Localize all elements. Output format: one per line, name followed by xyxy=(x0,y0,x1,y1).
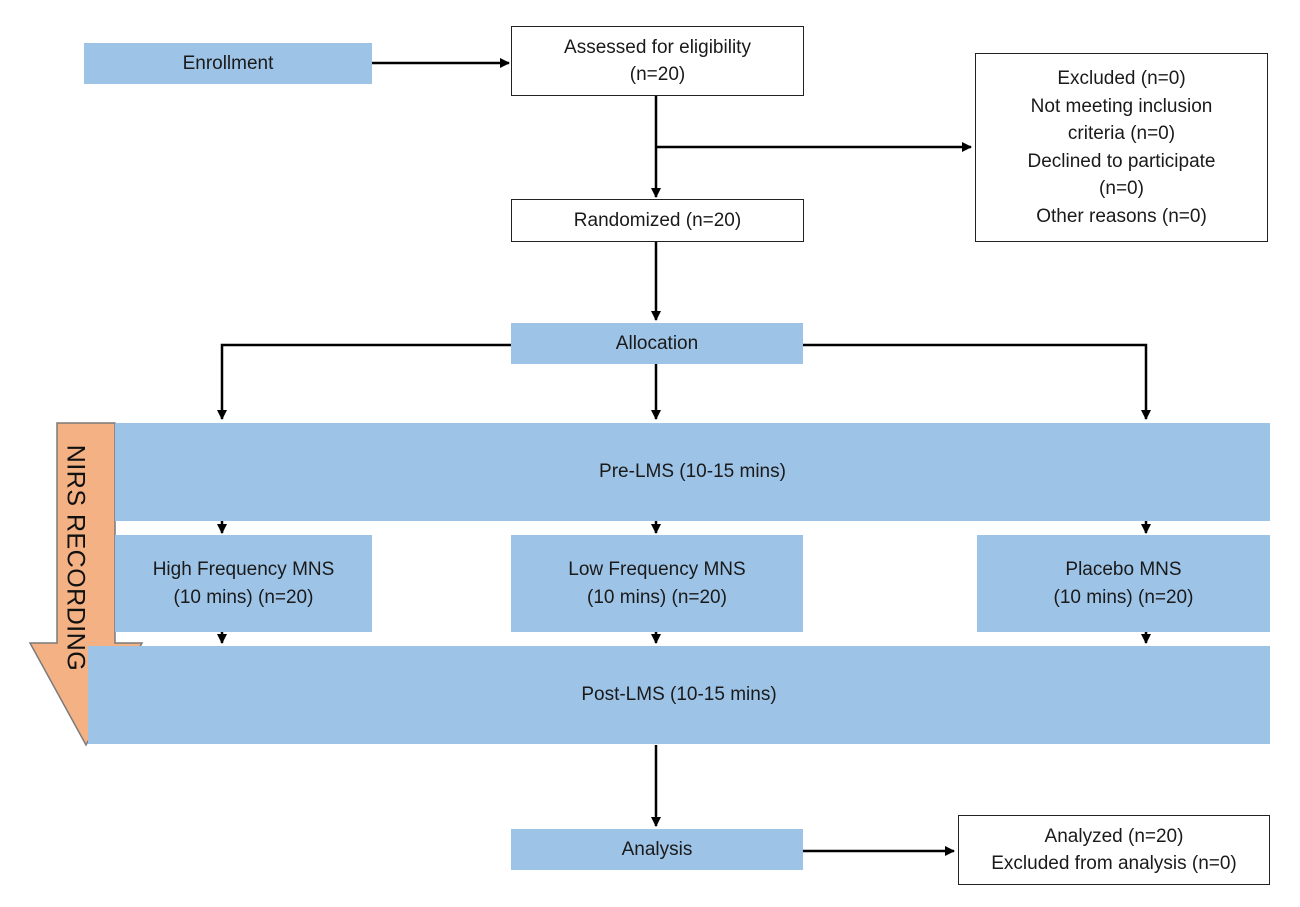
post-lms-label: Post-LMS (10-15 mins) xyxy=(581,684,777,706)
placebo-box: Placebo MNS (10 mins) (n=20) xyxy=(977,535,1270,632)
pre-lms-label: Pre-LMS (10-15 mins) xyxy=(599,461,786,483)
arrow-allocation-right xyxy=(803,343,1151,420)
analyzed-line-2: Excluded from analysis (n=0) xyxy=(991,853,1237,874)
assessed-box: Assessed for eligibility (n=20) xyxy=(511,26,804,96)
randomized-box: Randomized (n=20) xyxy=(511,199,804,242)
high-frequency-box: High Frequency MNS (10 mins) (n=20) xyxy=(115,535,372,632)
excluded-box: Excluded (n=0) Not meeting inclusion cri… xyxy=(975,53,1268,242)
excluded-line-4: Declined to participate xyxy=(1027,150,1216,172)
analyzed-line-1: Analyzed (n=20) xyxy=(1044,825,1184,847)
placebo-line-1: Placebo MNS xyxy=(1065,559,1182,580)
low-frequency-line-1: Low Frequency MNS xyxy=(568,559,746,580)
post-lms-band: Post-LMS (10-15 mins) xyxy=(88,646,1270,744)
excluded-line-2: Not meeting inclusion xyxy=(1030,95,1213,117)
assessed-line-1: Assessed for eligibility xyxy=(564,36,751,58)
nirs-recording-label: NIRS RECORDING xyxy=(61,444,90,672)
pre-lms-band: Pre-LMS (10-15 mins) xyxy=(115,423,1270,521)
placebo-line-2: (10 mins) (n=20) xyxy=(1053,586,1194,608)
arrow-allocation-left xyxy=(217,343,511,420)
assessed-line-2: (n=20) xyxy=(629,64,686,85)
enrollment-box: Enrollment xyxy=(84,43,372,84)
enrollment-label: Enrollment xyxy=(182,52,274,74)
excluded-line-5: (n=0) xyxy=(1099,178,1144,199)
high-frequency-line-2: (10 mins) (n=20) xyxy=(173,586,314,608)
excluded-line-1: Excluded (n=0) xyxy=(1057,68,1186,89)
allocation-box: Allocation xyxy=(511,323,803,364)
low-frequency-box: Low Frequency MNS (10 mins) (n=20) xyxy=(511,535,803,632)
allocation-label: Allocation xyxy=(615,332,699,354)
excluded-line-6: Other reasons (n=0) xyxy=(1036,205,1207,227)
analysis-box: Analysis xyxy=(511,829,803,870)
randomized-label: Randomized (n=20) xyxy=(573,209,742,231)
analysis-label: Analysis xyxy=(621,838,693,860)
low-frequency-line-2: (10 mins) (n=20) xyxy=(587,586,727,608)
analyzed-box: Analyzed (n=20) Excluded from analysis (… xyxy=(958,815,1270,885)
high-frequency-line-1: High Frequency MNS xyxy=(152,559,335,580)
excluded-line-3: criteria (n=0) xyxy=(1067,123,1176,144)
